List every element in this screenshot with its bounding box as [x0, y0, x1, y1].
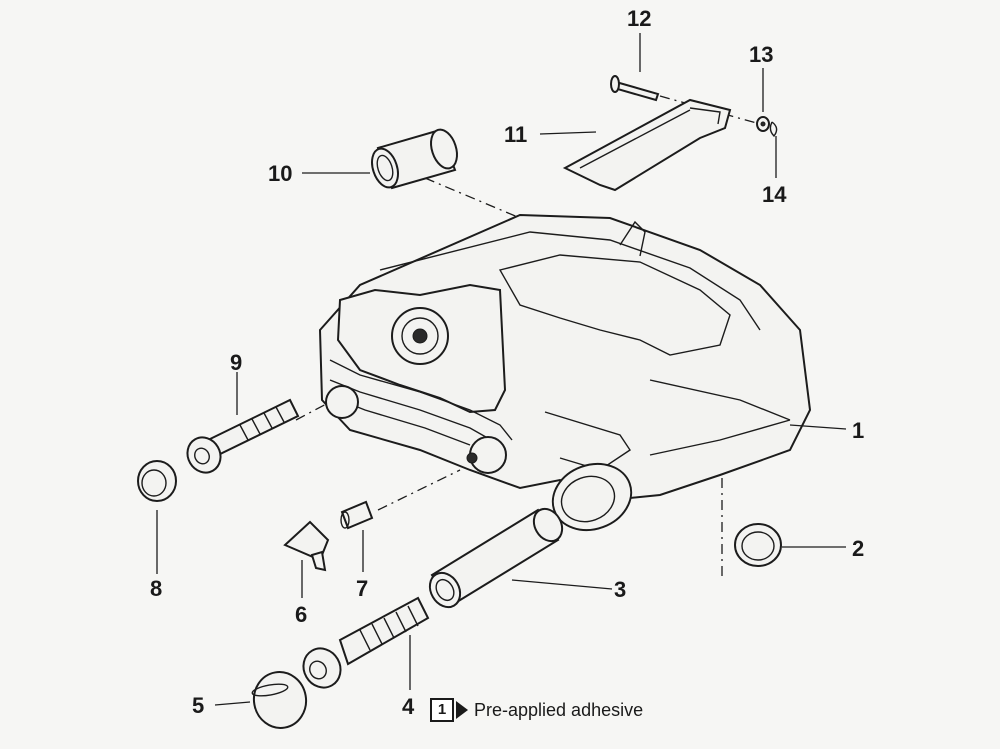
- callout-4: 4: [402, 694, 415, 719]
- clip: [769, 121, 778, 138]
- adhesive-legend: 1 Pre-applied adhesive: [430, 698, 643, 722]
- retaining-pin: [610, 75, 660, 102]
- callout-3: 3: [614, 577, 626, 602]
- washer: [756, 116, 770, 132]
- callout-12: 12: [627, 6, 651, 31]
- guide-bolt-upper: [186, 398, 300, 474]
- dust-cover: [283, 520, 330, 572]
- callout-2: 2: [852, 536, 864, 561]
- plug: [137, 460, 177, 502]
- callout-11: 11: [504, 122, 527, 147]
- sleeve: [428, 507, 564, 609]
- guide-bolt: [302, 596, 430, 689]
- upper-sleeve: [371, 128, 458, 190]
- bleed-screw: [340, 500, 374, 530]
- callout-9: 9: [230, 350, 242, 375]
- o-ring: [734, 523, 782, 567]
- callout-7: 7: [356, 576, 368, 601]
- retaining-spring: [562, 98, 732, 192]
- leader-lines: [156, 33, 847, 706]
- callout-13: 13: [749, 42, 773, 67]
- callout-1: 1: [852, 418, 864, 443]
- callout-14: 14: [762, 182, 787, 207]
- legend-arrow-icon: [456, 701, 468, 719]
- callout-5: 5: [192, 693, 204, 718]
- callout-labels: 1 2 3 4 5 6 7 8 9 10 11 12 13 14: [150, 6, 864, 719]
- callout-6: 6: [295, 602, 307, 627]
- callout-10: 10: [268, 161, 292, 186]
- legend-badge: 1: [430, 698, 454, 722]
- callout-8: 8: [150, 576, 162, 601]
- caliper-housing: [318, 213, 812, 532]
- protective-cap: [251, 671, 308, 729]
- legend-text: Pre-applied adhesive: [474, 699, 644, 720]
